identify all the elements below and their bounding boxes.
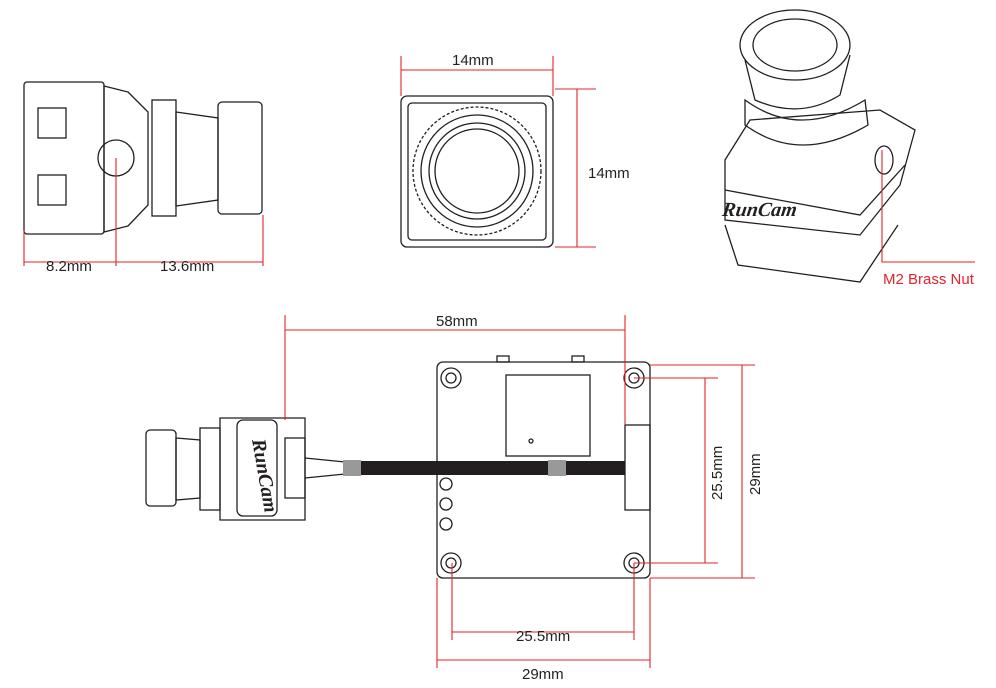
assembly-dimensions: 58mm 25.5mm 29mm 25.5mm 29mm [284,313,764,683]
dim-8-2mm: 8.2mm [46,258,92,275]
camera-front-view [400,95,554,248]
dim-25-5mm-horizontal: 25.5mm [516,628,570,645]
cable [304,457,625,479]
front-view-dimensions: 14mm 14mm [400,52,630,248]
camera-iso-view: RunCam M2 Brass Nut [720,9,975,288]
dim-13-6mm: 13.6mm [160,258,214,275]
runcam-logo: RunCam [720,199,798,221]
dim-25-5mm-vertical: 25.5mm [709,446,726,500]
camera-side-view [23,81,263,235]
dim-29mm-vertical: 29mm [747,453,764,495]
dim-58mm: 58mm [436,313,478,330]
dim-14mm-width: 14mm [452,52,494,69]
dim-29mm-horizontal: 29mm [522,666,564,683]
side-view-dimensions: 8.2mm 13.6mm [23,158,264,275]
dim-14mm-height: 14mm [588,165,630,182]
camera-assembly-side: RunCam [145,417,306,521]
m2-brass-nut-callout: M2 Brass Nut [883,271,975,288]
